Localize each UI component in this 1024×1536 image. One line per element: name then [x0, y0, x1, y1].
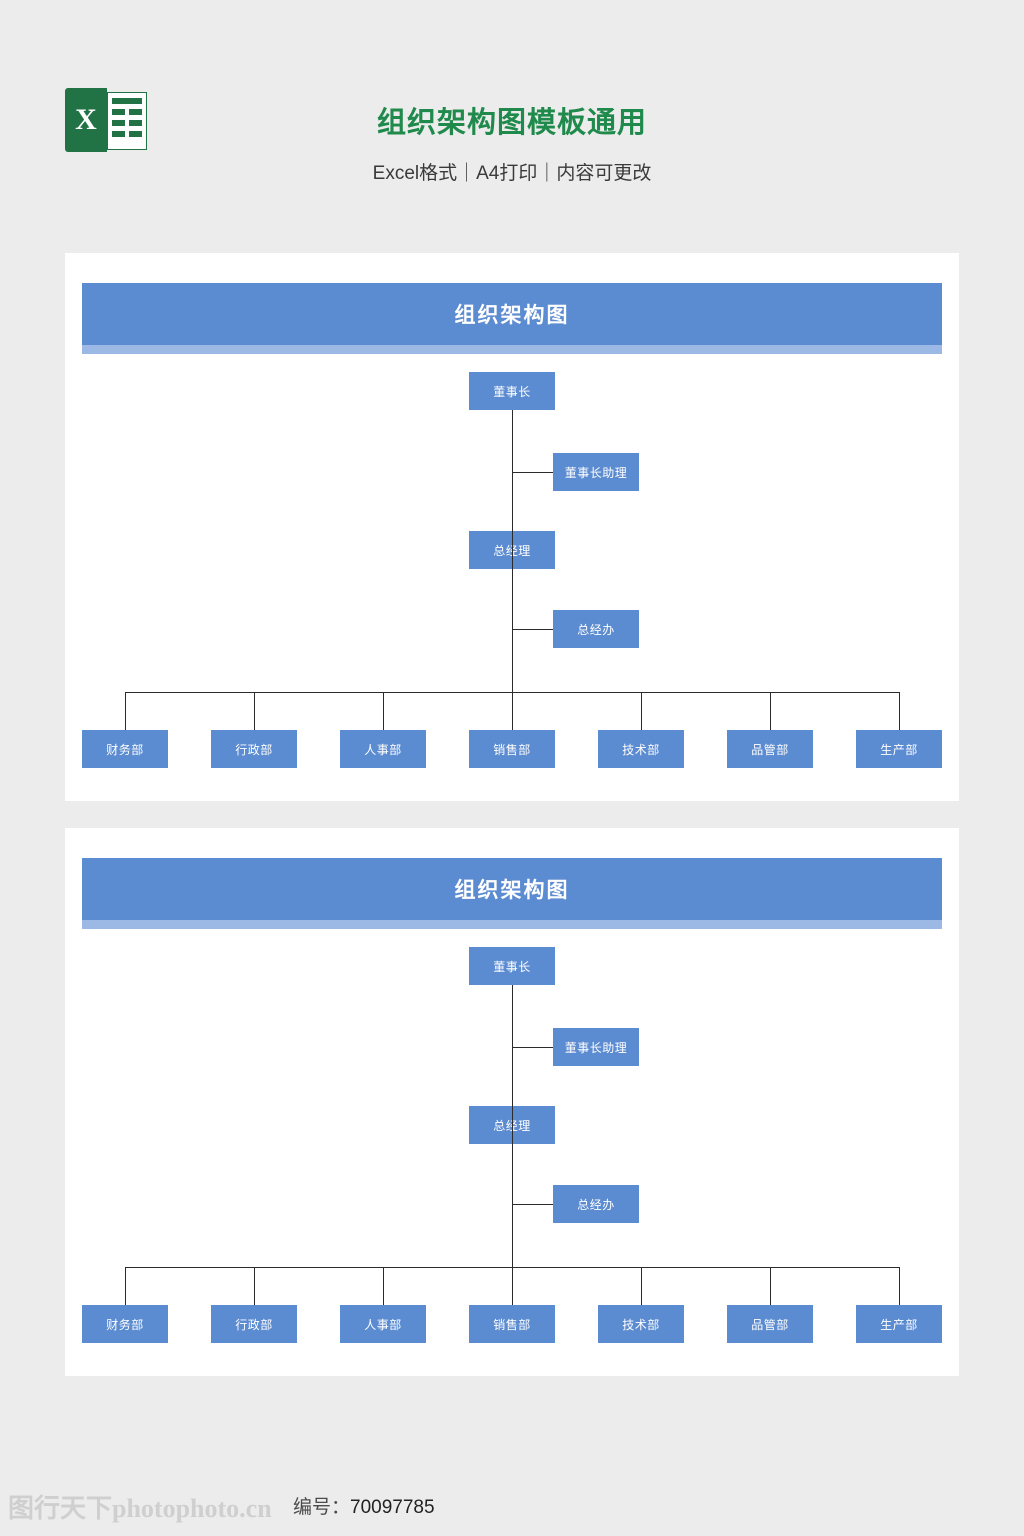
node-department-0[interactable]: 财务部 — [82, 1305, 168, 1343]
connector-drop-6 — [899, 1267, 900, 1305]
connector-drop-5 — [770, 1267, 771, 1305]
connector-drop-0 — [125, 1267, 126, 1305]
node-department-1[interactable]: 行政部 — [211, 730, 297, 768]
connector-drop-2 — [383, 692, 384, 730]
connector-spine — [512, 985, 513, 1305]
node-department-2[interactable]: 人事部 — [340, 730, 426, 768]
node-department-4[interactable]: 技术部 — [598, 1305, 684, 1343]
node-chairman[interactable]: 董事长 — [469, 372, 555, 410]
connector-drop-1 — [254, 1267, 255, 1305]
org-chart-card-1: 组织架构图 董事长 董事长助理 总经理 总经办 财务部 行政部 人事部 销售部 … — [65, 253, 959, 801]
org-chart-1: 董事长 董事长助理 总经理 总经办 财务部 行政部 人事部 销售部 技术部 品管… — [65, 354, 959, 794]
connector-to-chairman-assistant — [512, 472, 553, 473]
node-department-4[interactable]: 技术部 — [598, 730, 684, 768]
card-banner-shadow — [82, 345, 942, 354]
node-chairman-assistant[interactable]: 董事长助理 — [553, 453, 639, 491]
code-value: 70097785 — [350, 1497, 435, 1518]
card-banner-title: 组织架构图 — [82, 283, 942, 345]
node-department-3[interactable]: 销售部 — [469, 730, 555, 768]
node-department-1[interactable]: 行政部 — [211, 1305, 297, 1343]
connector-drop-2 — [383, 1267, 384, 1305]
card-banner-shadow — [82, 920, 942, 929]
node-gm-office[interactable]: 总经办 — [553, 610, 639, 648]
code-block: 编号：70097785 — [293, 1492, 435, 1519]
code-label: 编号： — [293, 1497, 351, 1518]
node-department-0[interactable]: 财务部 — [82, 730, 168, 768]
node-gm-office[interactable]: 总经办 — [553, 1185, 639, 1223]
connector-to-gm-office — [512, 1204, 553, 1205]
connector-drop-4 — [641, 692, 642, 730]
excel-logo-letter: X — [65, 88, 107, 152]
watermark-text: 图行天下photophoto.cn — [8, 1494, 272, 1523]
connector-drop-5 — [770, 692, 771, 730]
node-department-6[interactable]: 生产部 — [856, 730, 942, 768]
card-banner-title: 组织架构图 — [82, 858, 942, 920]
connector-drop-1 — [254, 692, 255, 730]
connector-to-gm-office — [512, 629, 553, 630]
connector-drop-6 — [899, 692, 900, 730]
node-department-5[interactable]: 品管部 — [727, 1305, 813, 1343]
page-subtitle: Excel格式｜A4打印｜内容可更改 — [372, 163, 652, 184]
node-department-5[interactable]: 品管部 — [727, 730, 813, 768]
org-chart-card-2: 组织架构图 董事长 董事长助理 总经理 总经办 财务部 行政部 人事部 销售部 … — [65, 828, 959, 1376]
page-header: X 组织架构图模板通用 Excel格式｜A4打印｜内容可更改 — [0, 0, 1024, 236]
connector-drop-0 — [125, 692, 126, 730]
connector-departments-bus — [125, 692, 899, 693]
page-title: 组织架构图模板通用 — [376, 107, 647, 139]
page-footer: 图行天下photophoto.cn 编号：70097785 — [0, 1488, 1024, 1523]
connector-to-chairman-assistant — [512, 1047, 553, 1048]
excel-logo-grid — [107, 92, 147, 150]
excel-logo-icon: X — [65, 88, 147, 152]
node-department-2[interactable]: 人事部 — [340, 1305, 426, 1343]
org-chart-2: 董事长 董事长助理 总经理 总经办 财务部 行政部 人事部 销售部 技术部 品管… — [65, 929, 959, 1369]
connector-drop-4 — [641, 1267, 642, 1305]
node-chairman[interactable]: 董事长 — [469, 947, 555, 985]
connector-departments-bus — [125, 1267, 899, 1268]
node-chairman-assistant[interactable]: 董事长助理 — [553, 1028, 639, 1066]
connector-spine — [512, 410, 513, 730]
node-department-6[interactable]: 生产部 — [856, 1305, 942, 1343]
node-department-3[interactable]: 销售部 — [469, 1305, 555, 1343]
